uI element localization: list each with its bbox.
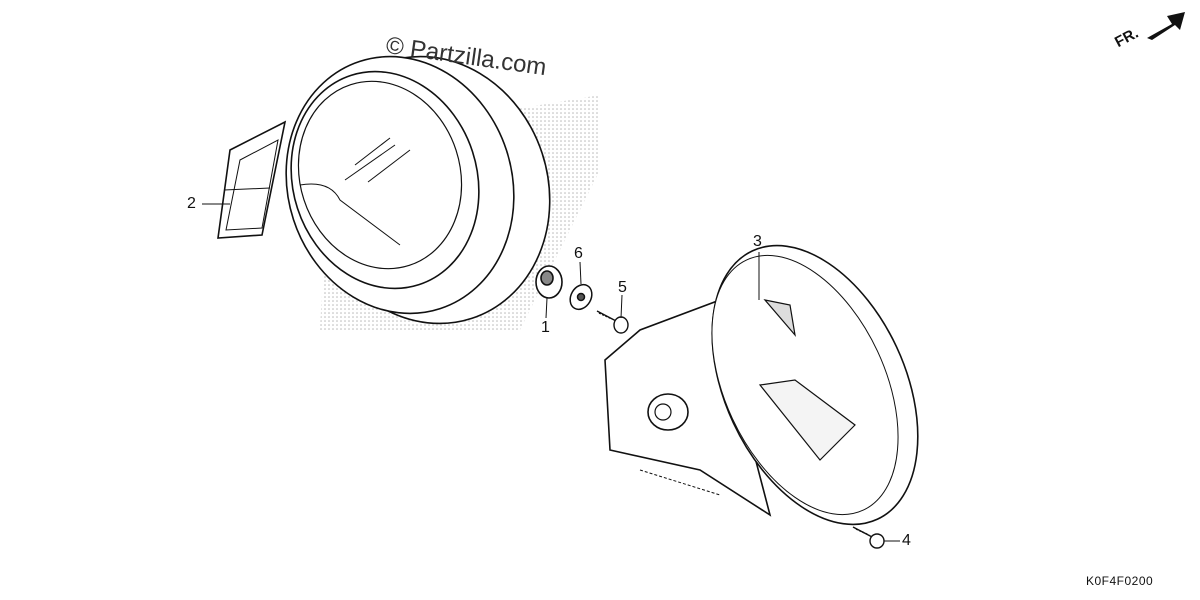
part-4-screw[interactable] xyxy=(852,526,885,549)
front-direction-arrow-icon xyxy=(1147,12,1185,40)
part-2-meter-cover[interactable] xyxy=(217,25,584,355)
part-3-meter-case[interactable] xyxy=(604,213,959,557)
callout-4[interactable]: 4 xyxy=(902,532,911,549)
part-6-washer[interactable] xyxy=(566,281,596,314)
part-1-grommet[interactable] xyxy=(535,265,563,299)
part-5-screw[interactable] xyxy=(596,310,629,334)
callout-1[interactable]: 1 xyxy=(541,319,550,336)
diagram-code: K0F4F0200 xyxy=(1086,574,1154,588)
leader-lines xyxy=(202,203,900,542)
callout-6[interactable]: 6 xyxy=(574,245,583,262)
callout-2[interactable]: 2 xyxy=(187,195,196,212)
callout-3[interactable]: 3 xyxy=(753,233,762,250)
callout-5[interactable]: 5 xyxy=(618,279,627,296)
